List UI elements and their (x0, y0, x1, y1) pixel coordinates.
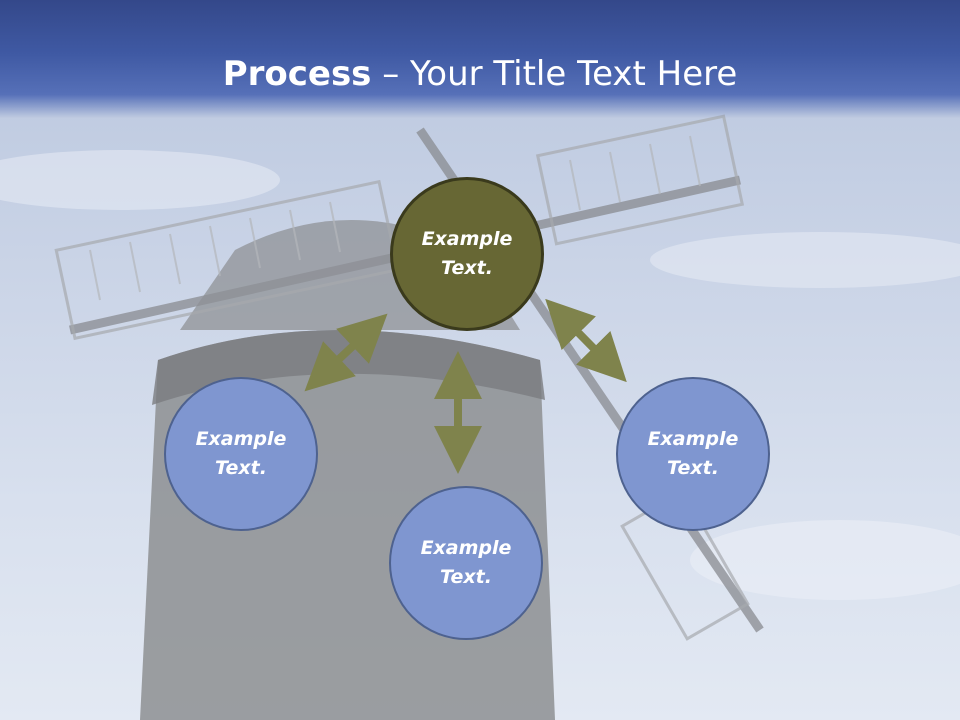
node-right-line2: Text. (667, 457, 719, 479)
node-left-line1: Example (195, 428, 287, 450)
title-bar (0, 0, 960, 118)
node-bottom-line1: Example (420, 537, 512, 559)
process-node-right: Example Text. (616, 377, 770, 531)
process-node-top: Example Text. (390, 177, 544, 331)
node-right-line1: Example (647, 428, 739, 450)
node-top-line1: Example (421, 228, 513, 250)
node-left-line2: Text. (215, 457, 267, 479)
node-bottom-line2: Text. (440, 566, 492, 588)
title-bold: Process (222, 54, 372, 94)
arrow-top-left (304, 313, 388, 392)
process-node-left: Example Text. (164, 377, 318, 531)
title-rest: – Your Title Text Here (371, 54, 738, 94)
arrow-top-right (545, 298, 627, 383)
process-node-bottom: Example Text. (389, 486, 543, 640)
node-top-line2: Text. (441, 257, 493, 279)
slide-title: Process – Your Title Text Here (0, 52, 960, 96)
